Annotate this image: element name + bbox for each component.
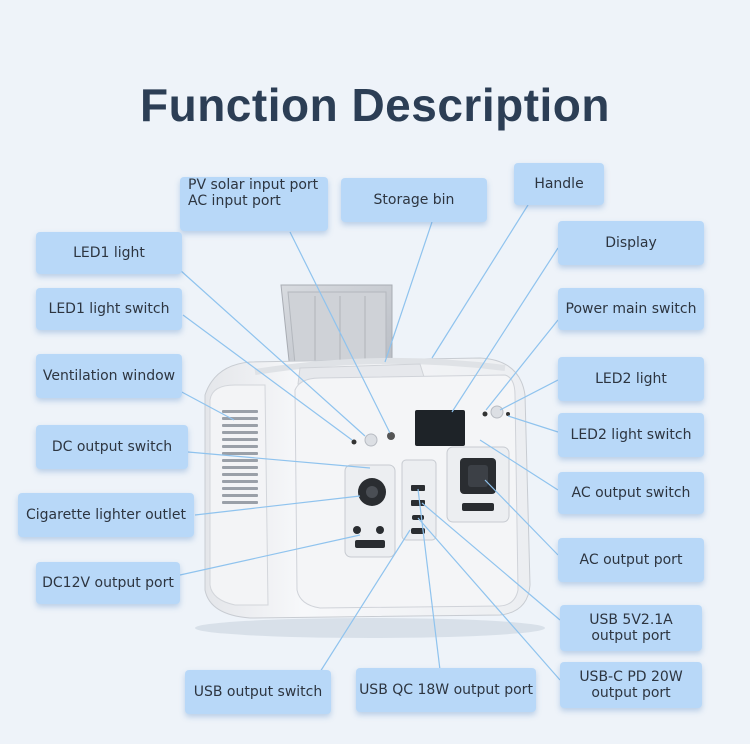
ac-output-badge (462, 503, 494, 511)
vent-slot (222, 452, 258, 455)
label-pv-input-line: PV solar input port (188, 177, 319, 193)
vent-slot (222, 501, 258, 504)
label-handle: Handle (514, 163, 604, 205)
label-usb-c: USB-C PD 20W output port (560, 662, 702, 708)
label-led1-switch: LED1 light switch (36, 288, 182, 330)
led1-light-dot (364, 433, 378, 447)
dc-output-badge (355, 540, 385, 548)
leader-ac-port (484, 479, 559, 556)
label-usb-5v-line1: USB 5V2.1A (589, 612, 673, 628)
led2-light-dot (490, 405, 504, 419)
usb-qc-port (411, 485, 425, 491)
device-shadow (195, 618, 545, 638)
led2-switch-dot (506, 412, 510, 416)
vent-slot (222, 459, 258, 462)
label-usb-qc: USB QC 18W output port (356, 668, 536, 712)
usb-switch-badge (411, 528, 425, 534)
leader-cigarette (194, 495, 361, 516)
leader-usb-5v (421, 502, 561, 621)
label-usb-5v: USB 5V2.1A output port (560, 605, 702, 651)
leader-led2 (499, 379, 559, 411)
ventilation-window-illustration (209, 384, 269, 606)
vent-slot (222, 487, 258, 490)
leader-led1-switch (182, 314, 353, 441)
label-usb-switch: USB output switch (185, 670, 331, 714)
label-usb-c-line1: USB-C PD 20W (579, 669, 683, 685)
leader-dc12v (179, 534, 361, 576)
leader-usb-c (417, 517, 561, 681)
leader-display (451, 247, 559, 413)
leader-ac-switch (479, 439, 559, 491)
label-usb-5v-line2: output port (591, 628, 671, 644)
page-title: Function Description (140, 79, 610, 131)
label-cigarette-outlet: Cigarette lighter outlet (18, 493, 194, 537)
label-pv-ac-input: PV solar input port AC input port (180, 177, 328, 231)
vent-slot (222, 445, 258, 448)
label-dc-output-switch: DC output switch (36, 425, 188, 469)
label-ac-output-switch: AC output switch (558, 472, 704, 514)
leader-led2-switch (507, 415, 559, 433)
label-storage-bin: Storage bin (341, 178, 487, 222)
leader-usb-qc (417, 488, 441, 671)
storage-bin-lid (280, 284, 393, 371)
label-display: Display (558, 221, 704, 265)
leader-dc-switch (187, 451, 371, 469)
leader-storage (384, 221, 433, 363)
display-screen (415, 410, 465, 446)
vent-slot (222, 480, 258, 483)
vent-slot (222, 438, 258, 441)
front-panel (294, 374, 519, 609)
label-power-main-switch: Power main switch (558, 288, 704, 330)
label-ventilation: Ventilation window (36, 354, 182, 398)
leader-usb-switch (319, 529, 411, 673)
vent-slot (222, 494, 258, 497)
vent-slot (222, 410, 258, 413)
label-ac-output-port: AC output port (558, 538, 704, 582)
dc12v-port-b (376, 526, 384, 534)
leader-power (485, 319, 559, 411)
label-usb-c-line2: output port (591, 685, 671, 701)
vent-slot (222, 431, 258, 434)
leader-handle (431, 204, 529, 359)
cigarette-outlet-core (366, 486, 378, 498)
label-led1-light: LED1 light (36, 232, 182, 274)
label-dc12v: DC12V output port (36, 562, 180, 604)
leader-led1 (179, 269, 366, 437)
pv-input-dot (387, 432, 395, 440)
ac-socket-inner (468, 465, 488, 487)
power-switch-dot (482, 411, 488, 417)
usb-5v-port (411, 500, 425, 506)
label-ac-input-line: AC input port (188, 193, 281, 209)
leader-pv (289, 231, 391, 434)
label-led2-light: LED2 light (558, 357, 704, 401)
leader-vent (177, 389, 235, 421)
vent-slot (222, 466, 258, 469)
vent-slot (222, 473, 258, 476)
led1-switch-dot (351, 439, 357, 445)
dc12v-port-a (353, 526, 361, 534)
vent-slot (222, 424, 258, 427)
label-led2-switch: LED2 light switch (558, 413, 704, 457)
